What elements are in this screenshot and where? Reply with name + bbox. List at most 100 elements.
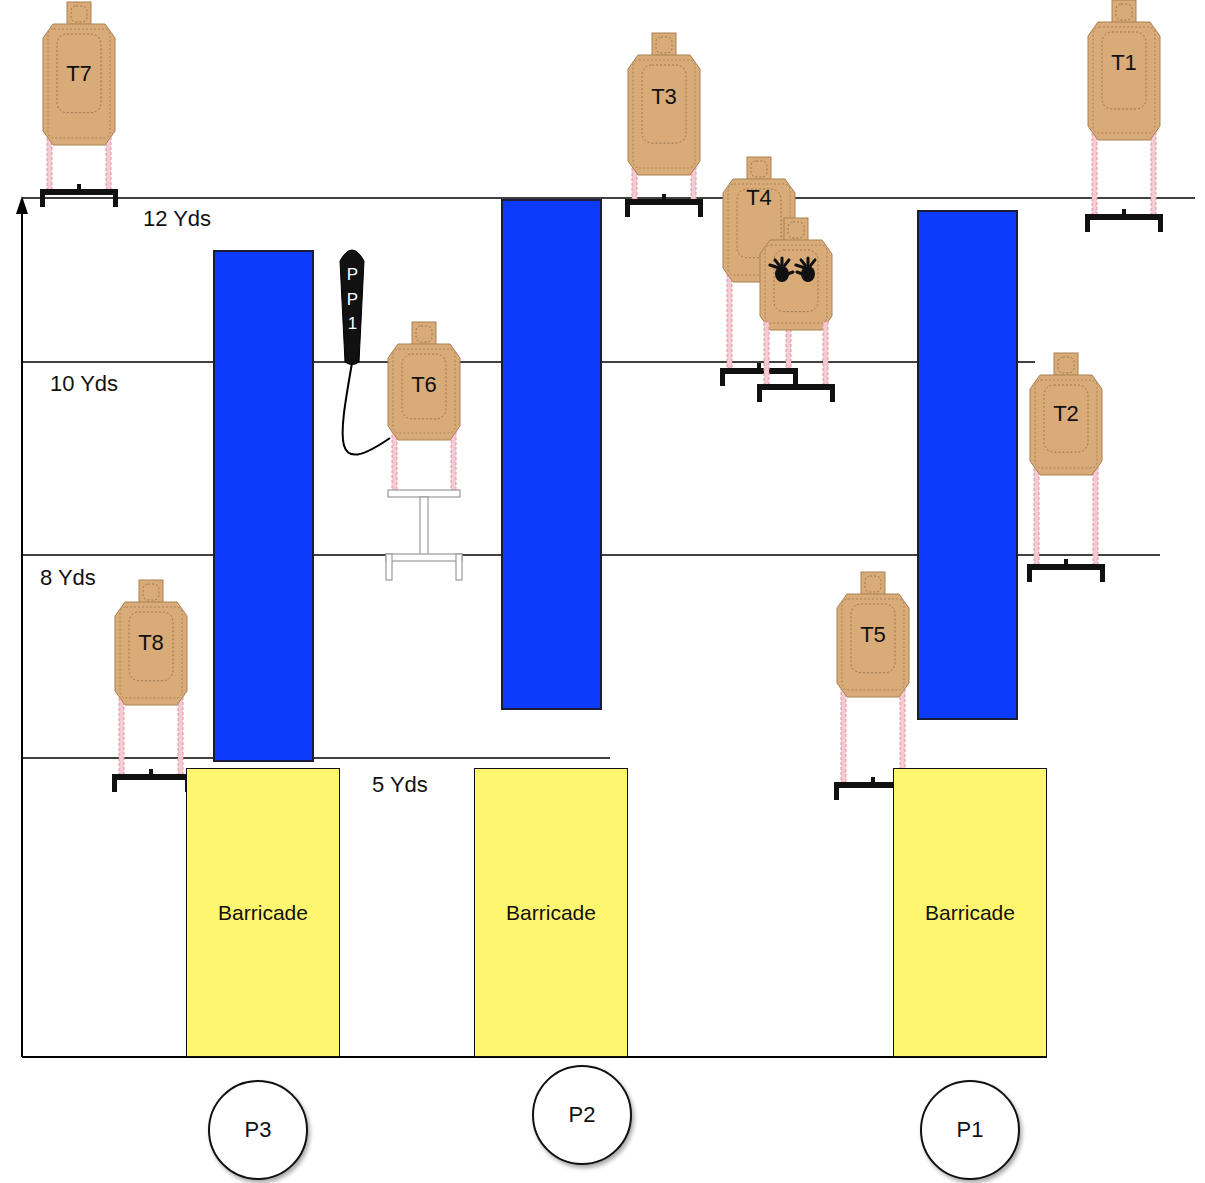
stand-leg: [112, 774, 117, 792]
finger: [811, 260, 816, 266]
target-body: [837, 594, 909, 697]
stand-stick: [106, 137, 111, 189]
head-zone: [416, 326, 432, 342]
stand-tick: [871, 777, 875, 783]
stand-post: [420, 497, 428, 555]
yard-line: [22, 197, 1195, 199]
head-zone: [751, 161, 767, 177]
stand-tick: [794, 379, 798, 385]
wall: [502, 200, 601, 709]
stand-base: [386, 554, 462, 561]
yard-line: [22, 757, 610, 759]
stand-stick: [1093, 467, 1098, 564]
target-outline: [723, 157, 795, 282]
stand-stick: [786, 274, 791, 368]
target-head: [747, 157, 771, 181]
target-head: [1112, 0, 1136, 24]
target-body: [43, 24, 115, 145]
thumb: [797, 272, 808, 276]
c-zone: [1093, 27, 1155, 133]
stand-leg: [1027, 564, 1032, 582]
stand-stick: [1092, 132, 1097, 214]
stand-bar: [388, 490, 460, 497]
stand-stick: [1151, 132, 1156, 214]
head-zone: [656, 37, 672, 53]
target-body: [115, 602, 187, 705]
target-number: T4: [723, 185, 795, 211]
stand-leg: [386, 554, 392, 580]
distance-label: 5 Yds: [372, 772, 428, 798]
shooting-position: P1: [920, 1080, 1020, 1180]
finger: [796, 265, 804, 268]
activation-cable: [343, 363, 390, 455]
stand-leg: [793, 368, 798, 386]
distance-label: 12 Yds: [143, 206, 211, 232]
target-number: T1: [1088, 50, 1160, 76]
target-body: [723, 179, 795, 282]
target: T7: [43, 2, 115, 145]
target-number: T6: [388, 372, 460, 398]
wall: [214, 251, 313, 761]
stand-tick: [1064, 559, 1068, 565]
stand-leg: [625, 199, 630, 217]
target: T1: [1088, 0, 1160, 140]
target-head: [139, 580, 163, 604]
stand-leg: [40, 189, 45, 207]
head-zone: [865, 576, 881, 592]
palm: [801, 266, 815, 282]
hand-symbol: [796, 258, 815, 282]
target: T6: [388, 322, 460, 440]
stand-leg: [698, 199, 703, 217]
stand-stick: [47, 137, 52, 189]
target: T2: [1030, 353, 1102, 475]
stand-stick: [764, 322, 769, 384]
shooting-position: P3: [208, 1080, 308, 1180]
stand-stick: [178, 697, 183, 774]
finger: [801, 260, 806, 266]
stand-leg: [113, 189, 118, 207]
popper: P P 1: [337, 245, 367, 365]
wall: [918, 211, 1017, 719]
stand-tick: [662, 194, 666, 200]
target-head: [1054, 353, 1078, 377]
head-zone: [71, 6, 87, 22]
head-zone: [143, 584, 159, 600]
target-number: T7: [43, 61, 115, 87]
stand-stick: [1034, 467, 1039, 564]
stand-leg: [1100, 564, 1105, 582]
target: T4: [723, 157, 795, 282]
stand-tick: [149, 769, 153, 775]
shooting-position: P2: [532, 1065, 632, 1165]
stand-stick: [823, 322, 828, 384]
stand-leg: [757, 384, 762, 402]
barricade: Barricade: [186, 768, 340, 1057]
position-label: P2: [569, 1102, 596, 1128]
target: T3: [628, 33, 700, 175]
target-head: [861, 572, 885, 596]
stand-stick: [451, 432, 456, 490]
head-zone: [1116, 4, 1132, 20]
target: T8: [115, 580, 187, 705]
target-number: T2: [1030, 401, 1102, 427]
stand-leg: [834, 782, 839, 800]
stand-leg: [456, 554, 462, 580]
target: T5: [837, 572, 909, 697]
head-zone: [1058, 357, 1074, 373]
target-number: T3: [628, 84, 700, 110]
target-stands: [40, 132, 1163, 800]
barricade-label: Barricade: [506, 901, 596, 925]
barricade: Barricade: [893, 768, 1047, 1057]
finger: [807, 258, 810, 265]
stand-leg: [1158, 214, 1163, 232]
stand-tick: [1122, 209, 1126, 215]
stand-leg: [1085, 214, 1090, 232]
barricade-label: Barricade: [925, 901, 1015, 925]
popper-label: P P 1: [344, 263, 361, 337]
c-zone: [633, 60, 695, 168]
target-head: [652, 33, 676, 57]
barricade: Barricade: [474, 768, 628, 1057]
distance-label: 10 Yds: [50, 371, 118, 397]
distance-label: 8 Yds: [40, 565, 96, 591]
position-label: P1: [957, 1117, 984, 1143]
